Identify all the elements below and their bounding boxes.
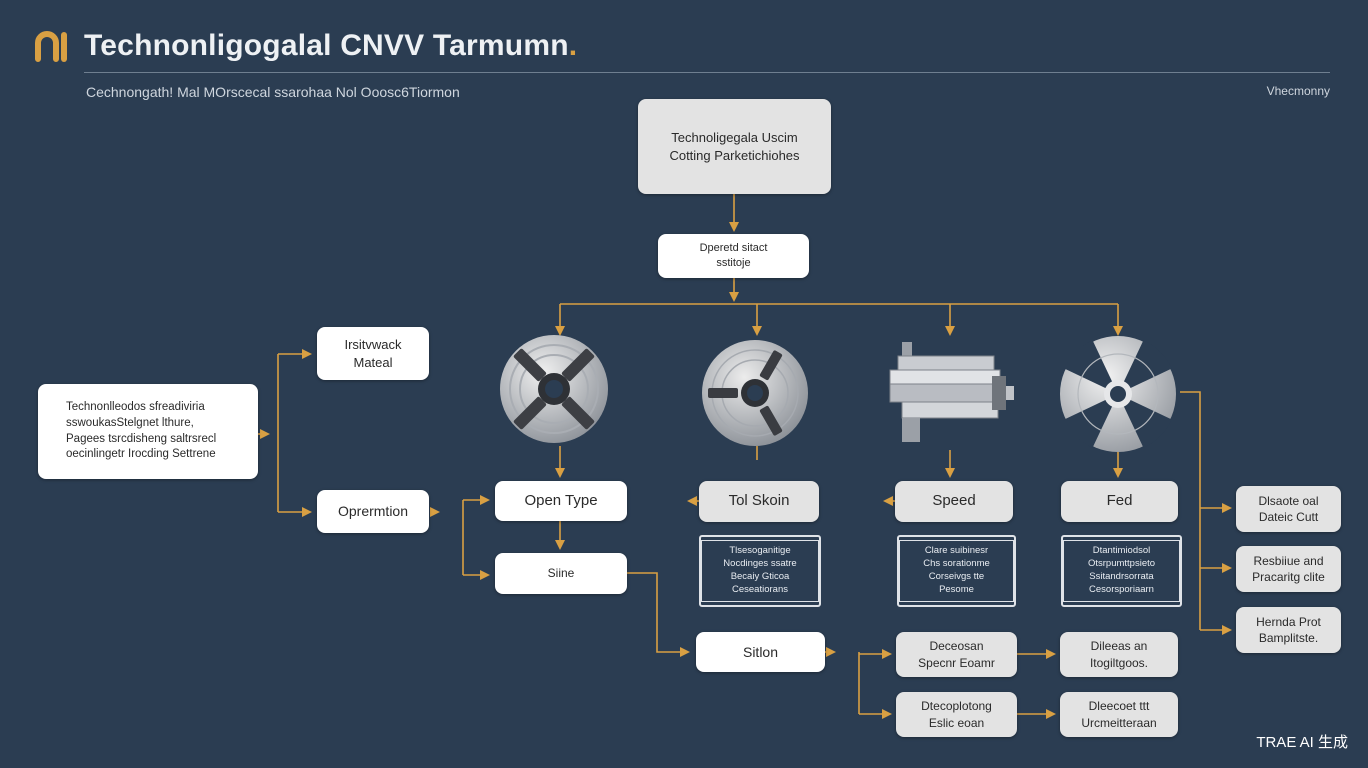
node-line: Specnr Eoamr [918, 655, 995, 670]
info-feed: Dtantimiodsol Otsrpumttpsieto Ssitandrso… [1061, 535, 1182, 607]
node-line: Bamplitste. [1258, 631, 1319, 645]
node-right-3[interactable]: Hernda Prot Bamplitste. [1236, 607, 1341, 653]
node-description[interactable]: Technonlleodos sfreadiviria sswoukasStel… [38, 384, 258, 479]
info-line: Otsrpumttpsieto [1087, 558, 1156, 570]
corner-label: Vhecmonny [1266, 84, 1330, 98]
info-line: Becaiy Gticoa [730, 571, 790, 582]
node-line: Dleecoet ttt [1088, 699, 1150, 714]
node-line: Itogiltgoos. [1089, 655, 1149, 670]
node-line: Sitlon [742, 643, 779, 660]
page-subtitle: Cechnongath! Mal MOrscecal ssarohaa Nol … [86, 84, 460, 100]
node-line: Deceosan [929, 639, 984, 654]
info-line: Cesorsporiaarn [1089, 583, 1154, 595]
three-jaw-chuck-icon[interactable] [700, 338, 810, 448]
node-line: Mateal [353, 354, 393, 370]
node-line: Fed [1106, 492, 1133, 510]
node-right-1[interactable]: Dlsaote oal Dateic Cutt [1236, 486, 1341, 532]
orange-bracket-logo-icon [35, 31, 67, 62]
node-line: Urcmeitteraan [1081, 715, 1157, 730]
node-select[interactable]: Dperetd sitact sstitoje [658, 234, 809, 278]
node-line: oecinlingetr Irocding Settrene [66, 448, 216, 461]
node-line: Siine [547, 566, 575, 581]
info-line: Pesome [939, 583, 974, 595]
node-sine[interactable]: Siine [495, 553, 627, 594]
node-station[interactable]: Sitlon [696, 632, 825, 672]
node-workpiece-material[interactable]: Irsitvwack Mateal [317, 327, 429, 380]
node-line: sstitoje [716, 257, 751, 269]
info-line: Ssitandrsorrata [1089, 571, 1154, 582]
info-line: Dtantimiodsol [1092, 545, 1151, 557]
node-line: Irsitvwack [344, 336, 402, 352]
node-speed[interactable]: Speed [895, 481, 1013, 522]
title-dot: . [568, 29, 578, 62]
node-right-2[interactable]: Resbiiue and Pracaritg clite [1236, 546, 1341, 592]
node-line: sswoukasStelgnet lthure, [66, 416, 194, 429]
cutting-tool-holder-icon[interactable] [888, 340, 1018, 450]
watermark: TRAE AI 生成 [1256, 734, 1348, 751]
node-line: Dateic Cutt [1258, 510, 1319, 524]
node-mid-1[interactable]: Deceosan Specnr Eoamr [896, 632, 1017, 677]
node-tool-skin[interactable]: Tol Skoin [699, 481, 819, 522]
node-line: Technoligegala Uscim [671, 129, 798, 145]
node-line: Eslic eoan [928, 715, 985, 730]
node-operation[interactable]: Oprermtion [317, 490, 429, 533]
node-line: Dperetd sitact [699, 241, 768, 254]
node-line: Cotting Parketichiohes [669, 147, 800, 163]
header: Technonligogalal CNVV Tarmumn. [34, 26, 577, 66]
info-inner: Dtantimiodsol Otsrpumttpsieto Ssitandrso… [1063, 540, 1180, 602]
info-line: Nocdinges ssatre [723, 558, 797, 570]
node-line: Oprermtion [337, 503, 409, 520]
info-line: Clare suibinesr [924, 545, 989, 557]
node-line: Open Type [524, 491, 598, 509]
node-end-1[interactable]: Dileeas an Itogiltgoos. [1060, 632, 1178, 677]
node-open-type[interactable]: Open Type [495, 481, 627, 521]
info-inner: Clare suibinesr Chs sorationme Corseivgs… [899, 540, 1014, 602]
node-line: Pracaritg clite [1252, 570, 1325, 584]
node-line: Hernda Prot [1256, 614, 1321, 629]
info-line: Tlsesoganitige [729, 545, 791, 557]
node-line: Technonlleodos sfreadiviria [66, 401, 205, 414]
info-line: Chs sorationme [923, 558, 990, 570]
node-line: Dlsaote oal [1258, 493, 1319, 508]
header-divider [84, 72, 1330, 73]
four-jaw-chuck-icon[interactable] [498, 333, 610, 445]
node-end-2[interactable]: Dleecoet ttt Urcmeitteraan [1060, 692, 1178, 737]
node-mid-2[interactable]: Dtecoplotong Eslic eoan [896, 692, 1017, 737]
node-line: Resbiiue and [1253, 553, 1324, 568]
node-line: Pagees tsrcdisheng saltrsrecl [66, 432, 217, 445]
node-line: Dtecoplotong [921, 699, 992, 714]
info-tool-skin: Tlsesoganitige Nocdinges ssatre Becaiy G… [699, 535, 821, 607]
info-line: Ceseatiorans [732, 583, 788, 595]
node-cutting-parameters[interactable]: Technoligegala Uscim Cotting Parketichio… [638, 99, 831, 194]
info-inner: Tlsesoganitige Nocdinges ssatre Becaiy G… [701, 540, 819, 602]
page-title: Technonligogalal CNVV Tarmumn. [84, 29, 578, 62]
node-line: Speed [932, 492, 976, 510]
fan-blade-disc-icon[interactable] [1056, 334, 1180, 454]
node-line: Dileeas an [1090, 639, 1148, 654]
node-line: Tol Skoin [728, 492, 790, 510]
node-feed[interactable]: Fed [1061, 481, 1178, 522]
info-speed: Clare suibinesr Chs sorationme Corseivgs… [897, 535, 1016, 607]
info-line: Corseivgs tte [928, 571, 985, 582]
